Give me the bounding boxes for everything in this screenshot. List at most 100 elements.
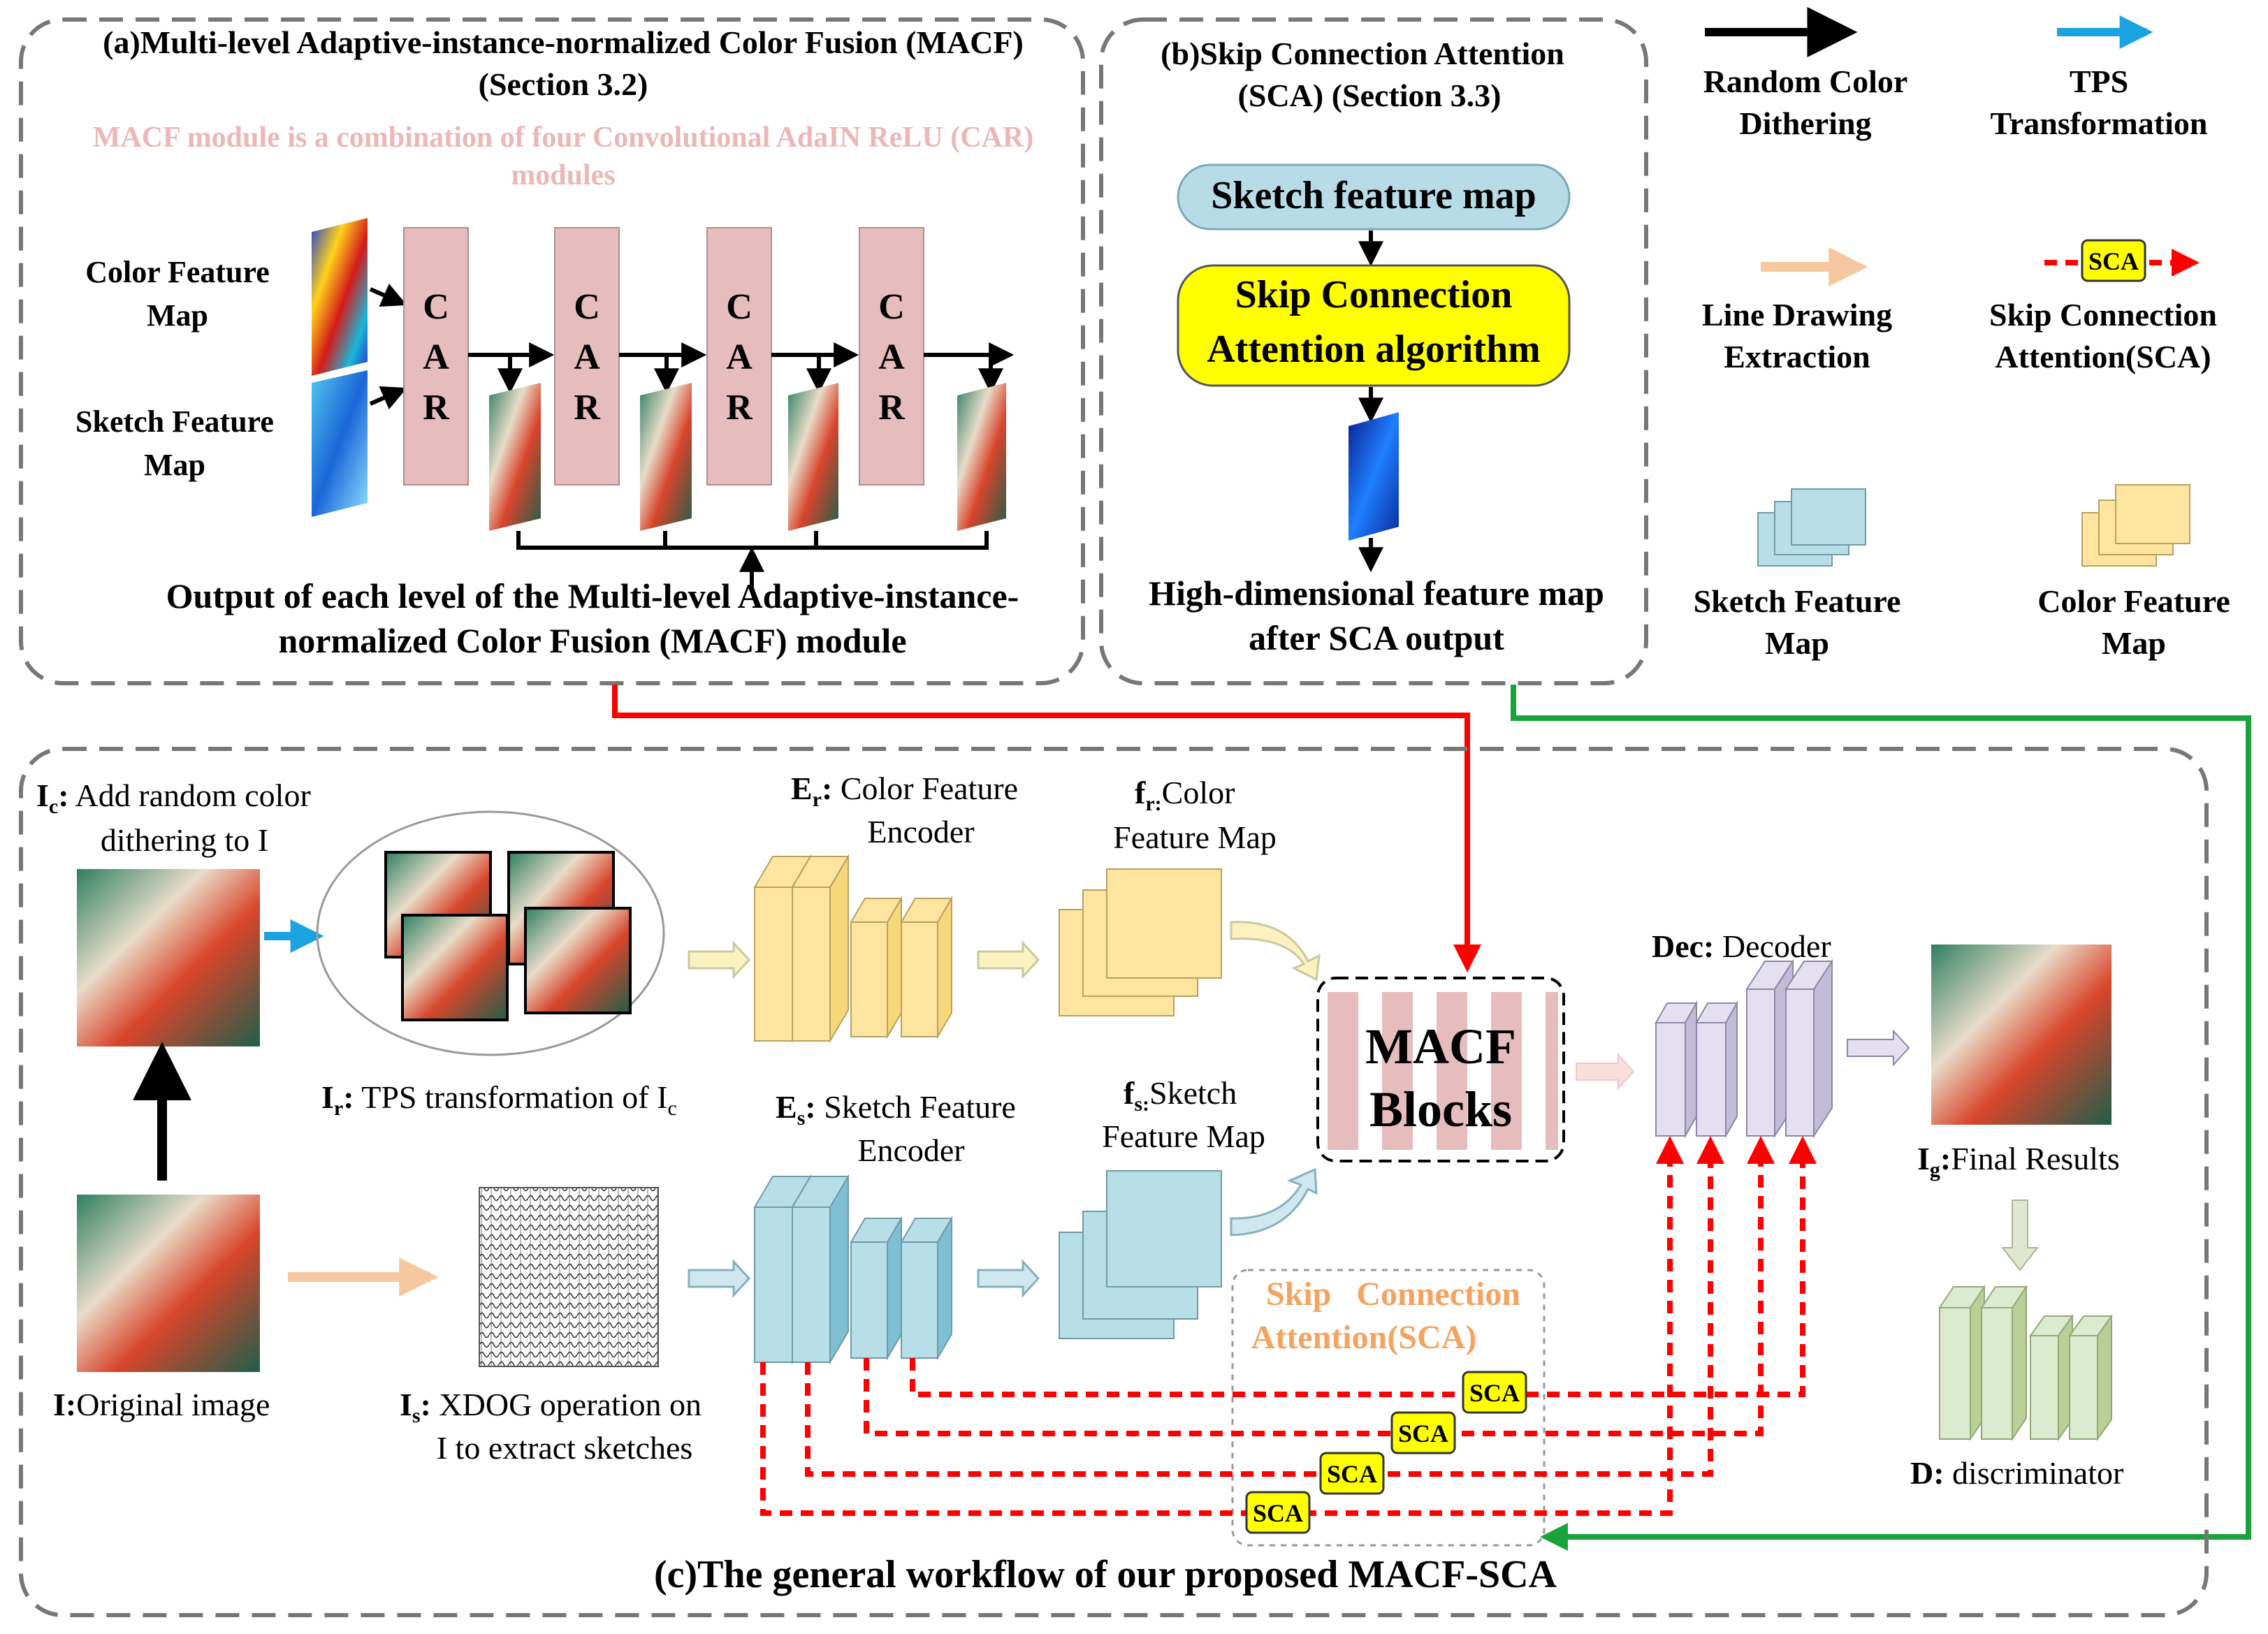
legend-sca-1: Skip Connection — [1989, 297, 2217, 333]
tps-image-4 — [524, 907, 632, 1014]
panel-a-title-1: (a)Multi-level Adaptive-instance-normali… — [103, 24, 1024, 60]
color-feature-map-stack — [1059, 868, 1222, 1016]
sca-tag-label: SCA — [1469, 1379, 1520, 1407]
original-image — [77, 1195, 260, 1372]
sca-tag-label: SCA — [1327, 1460, 1377, 1488]
car-a-label: A — [878, 337, 905, 377]
sca-group-label-2: Attention(SCA) — [1251, 1319, 1477, 1356]
panel-c-frame — [19, 747, 2209, 1617]
sca-algorithm-line-1: Skip Connection — [1235, 273, 1513, 316]
legend-color-feature-stack — [2081, 484, 2190, 567]
sketch-feature-map-stack — [1059, 1170, 1222, 1339]
sca-algorithm-line-2: Attention algorithm — [1207, 328, 1541, 371]
legend-random-color-2: Dithering — [1739, 105, 1871, 141]
car-c-label: C — [423, 287, 449, 327]
decoder-to-result-arrow — [1847, 1029, 1910, 1067]
high-dim-feature-thumb — [1349, 412, 1399, 541]
car-c-label: C — [574, 287, 600, 327]
sca-connectors — [760, 1136, 1817, 1516]
sca-algorithm-box — [1177, 264, 1571, 387]
sketch-feature-map-label-2: Map — [144, 448, 205, 482]
car-module-4: C A R — [859, 227, 924, 486]
sketch-feature-map-box — [1177, 163, 1571, 231]
ir-label: Ir: TPS transformation of Ic — [321, 1079, 677, 1120]
sca-tag-3: SCA — [1319, 1452, 1385, 1495]
car-r-label: R — [878, 388, 906, 428]
level-output-4 — [957, 383, 1006, 531]
sca-group-frame — [1231, 1269, 1546, 1547]
fs-label-2: Feature Map — [1102, 1118, 1265, 1154]
decoder — [1655, 958, 1833, 1139]
fr-to-macf-arrow — [1230, 921, 1321, 982]
car-a-label: A — [726, 337, 753, 377]
car-a-label: A — [423, 337, 449, 377]
hollow-arrows — [688, 940, 1040, 979]
discriminator — [1938, 1284, 2113, 1442]
car-module-3: C A R — [706, 227, 772, 486]
panel-a-output-1: Output of each level of the Multi-level … — [166, 576, 1019, 615]
panel-b-title-2: (SCA) (Section 3.3) — [1238, 78, 1502, 113]
sketch-feature-map-thumb — [312, 370, 368, 517]
sketch-map-arrow — [369, 386, 407, 409]
level-output-1 — [489, 383, 541, 531]
sketch-feature-encoder — [753, 1174, 953, 1365]
output-collector — [516, 531, 989, 587]
ig-label: Ig:Final Results — [1917, 1141, 2120, 1181]
macf-block-stripes — [1328, 992, 1558, 1150]
car-module-2: C A R — [554, 227, 620, 486]
discriminator-label: D: discriminator — [1910, 1455, 2123, 1491]
ic-image — [77, 869, 260, 1046]
er-label-1: Er: Color Feature — [791, 771, 1018, 811]
macf-to-decoder-arrow — [1576, 1053, 1635, 1090]
fs-to-macf-arrow — [1230, 1167, 1318, 1237]
color-feature-encoder — [753, 854, 953, 1044]
car-a-label: A — [574, 337, 600, 377]
level-output-3 — [788, 383, 838, 531]
sca-tag-4: SCA — [1245, 1491, 1311, 1534]
panel-a-frame — [19, 17, 1085, 685]
hollow-arrows-blue — [688, 1259, 1040, 1298]
ic-label-2: dithering to I — [101, 822, 268, 858]
car-r-label: R — [423, 388, 450, 428]
legend-color-feature-2: Map — [2102, 625, 2166, 661]
color-map-arrow — [369, 284, 407, 307]
legend-sketch-feature-stack — [1757, 488, 1866, 567]
result-to-discriminator-arrow — [2000, 1199, 2040, 1271]
xdog-sketch-image — [479, 1187, 659, 1367]
red-connector-macf — [612, 685, 1481, 972]
tps-ellipse — [316, 810, 665, 1056]
panel-a-note-1: MACF module is a combination of four Con… — [93, 122, 1033, 154]
sketch-feature-map-box-label: Sketch feature map — [1211, 174, 1536, 217]
car-flow-arrows — [468, 342, 1015, 394]
tps-image-3 — [401, 914, 509, 1021]
legend-sca-tag-label: SCA — [2088, 247, 2139, 275]
panel-a-note-2: modules — [511, 159, 615, 191]
legend-line-drawing-2: Extraction — [1724, 339, 1870, 374]
es-label-1: Es: Sketch Feature — [776, 1089, 1016, 1130]
color-feature-map-thumb — [312, 218, 368, 376]
car-module-1: C A R — [403, 227, 469, 486]
green-connector-sca — [1511, 685, 2251, 1551]
fs-label-1: fs:Sketch — [1124, 1075, 1237, 1116]
legend-sketch-feature-1: Sketch Feature — [1694, 583, 1901, 619]
original-image-label: I:Original image — [53, 1387, 270, 1422]
macf-blocks-label-1: MACF — [1365, 1019, 1516, 1074]
decoder-label: Dec: Decoder — [1652, 928, 1831, 964]
fr-label-2: Feature Map — [1113, 819, 1277, 855]
panel-c-caption: (c)The general workflow of our proposed … — [654, 1553, 1557, 1596]
level-output-2 — [640, 383, 692, 531]
er-label-2: Encoder — [867, 814, 974, 849]
sca-tag-1: SCA — [1462, 1371, 1527, 1414]
sca-tag-label: SCA — [1253, 1499, 1303, 1527]
is-label-1: Is: XDOG operation on — [400, 1387, 702, 1427]
panel-b-output-2: after SCA output — [1249, 618, 1504, 657]
sca-group-label-1: Skip Connection — [1266, 1276, 1520, 1313]
final-result-image — [1931, 944, 2111, 1125]
legend-random-color-1: Random Color — [1703, 64, 1908, 99]
es-label-2: Encoder — [857, 1132, 964, 1168]
legend-sca-2: Attention(SCA) — [1995, 339, 2211, 374]
legend-tps-2: Transformation — [1991, 105, 2208, 141]
legend-sketch-feature-2: Map — [1765, 625, 1829, 661]
panel-a-output-2: normalized Color Fusion (MACF) module — [278, 621, 906, 660]
legend-tps-1: TPS — [2070, 64, 2128, 99]
